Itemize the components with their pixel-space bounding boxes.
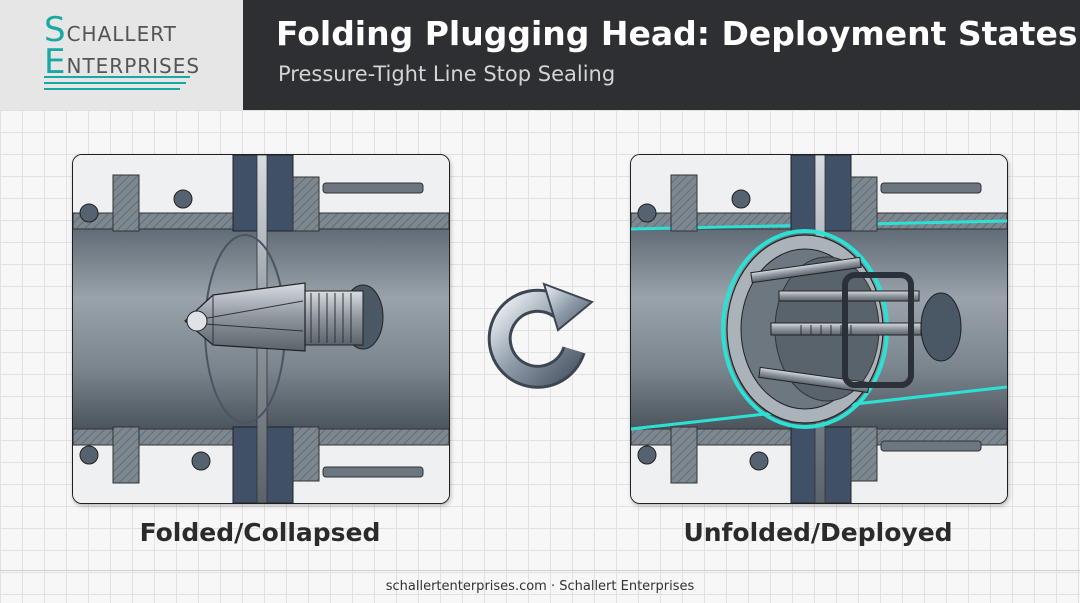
header-bar: SCHALLERT ENTERPRISES Folding Plugging H… [0, 0, 1080, 110]
page-title: Folding Plugging Head: Deployment States [276, 14, 1078, 53]
flange-top-left [670, 174, 698, 232]
flange-top-left [112, 174, 140, 232]
logo-text-line-2: ENTERPRISES [44, 42, 201, 82]
deployed-state-panel [630, 154, 1008, 504]
bolt-top [322, 182, 424, 194]
footer-credit: schallertenterprises.com · Schallert Ent… [385, 579, 695, 594]
rotate-cycle-arrow-icon [487, 282, 594, 389]
nut [637, 445, 657, 465]
flange-top-right [850, 176, 878, 232]
nut [173, 189, 193, 209]
folded-plugging-head [184, 282, 384, 352]
nut [79, 203, 99, 223]
bolt-bottom [322, 466, 424, 478]
bolt-bottom [880, 440, 982, 452]
flange-bottom-left [670, 426, 698, 484]
nut [749, 451, 769, 471]
nut [731, 189, 751, 209]
flange-bottom-right [292, 426, 320, 482]
flange-top-right [292, 176, 320, 232]
nut [637, 203, 657, 223]
deployed-plugging-head [721, 229, 962, 429]
footer-divider [0, 570, 1080, 571]
deployed-plugging-head-illustration [631, 155, 1007, 503]
flange-bottom-right [850, 426, 878, 482]
nut [191, 451, 211, 471]
folded-plugging-head-illustration [73, 155, 449, 503]
bolt-top [880, 182, 982, 194]
deployed-state-caption: Unfolded/Deployed [683, 518, 953, 547]
flange-bottom-left [112, 426, 140, 484]
logo-text-line-1: SCHALLERT [44, 10, 177, 50]
folded-state-caption: Folded/Collapsed [139, 518, 381, 547]
company-logo: SCHALLERT ENTERPRISES [0, 0, 243, 110]
logo-swoosh-icon [44, 76, 190, 90]
nut [79, 445, 99, 465]
page-subtitle: Pressure-Tight Line Stop Sealing [278, 62, 616, 86]
folded-state-panel [72, 154, 450, 504]
